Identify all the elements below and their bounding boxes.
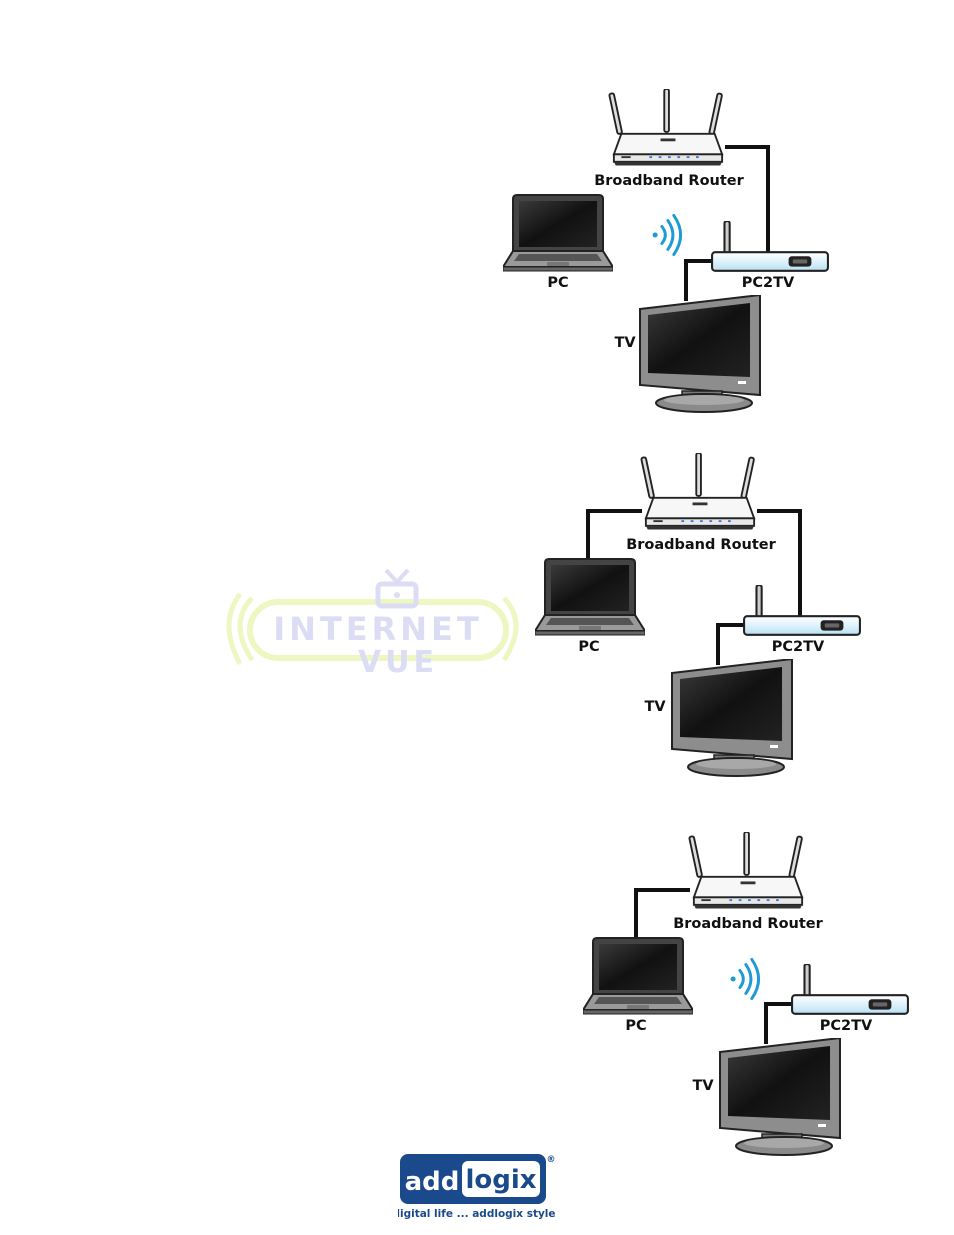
tv-label: TV: [614, 335, 636, 351]
router-pc2tv-cable: [725, 147, 768, 253]
pc2tv-label: PC2TV: [820, 1018, 873, 1034]
router-pc-cable: [588, 511, 642, 561]
tv-label: TV: [692, 1078, 714, 1094]
pc2tv-device-icon: [792, 964, 908, 1014]
pc2tv-label: PC2TV: [772, 639, 825, 655]
pc2tv-tv-cable: [766, 1004, 795, 1044]
router-icon: [689, 832, 802, 909]
tv-icon: [720, 1038, 840, 1155]
pc2tv-tv-cable: [686, 261, 715, 301]
router-pc-cable: [636, 890, 690, 940]
network-diagram-wired: Broadband Router PC PC2TV TV: [532, 449, 872, 779]
logo-word-logix: logix: [465, 1165, 536, 1195]
laptop-icon: [503, 195, 613, 271]
pc2tv-tv-cable: [718, 625, 747, 665]
tv-icon: [640, 295, 760, 412]
watermark-line1: INTERNET: [273, 610, 482, 648]
network-diagram-mixed: Broadband Router PC PC2TV TV: [580, 828, 920, 1158]
network-diagram-wireless: Broadband Router PC PC2TV TV: [500, 85, 840, 415]
pc-label: PC: [625, 1018, 646, 1034]
router-icon: [641, 453, 754, 530]
tv-label: TV: [644, 699, 666, 715]
wifi-signal-icon: [653, 215, 681, 254]
router-pc2tv-cable: [757, 511, 800, 617]
pc-label: PC: [547, 275, 568, 291]
router-label: Broadband Router: [594, 173, 744, 189]
laptop-icon: [583, 938, 693, 1014]
registered-mark: ®: [547, 1155, 556, 1165]
internetvue-watermark: INTERNET VUE: [222, 568, 534, 678]
tv-icon: [672, 659, 792, 776]
logo-tagline: digital life ... addlogix style: [398, 1208, 556, 1220]
pc-label: PC: [578, 639, 599, 655]
wifi-signal-icon: [731, 959, 759, 998]
watermark-line2: VUE: [358, 645, 438, 678]
router-label: Broadband Router: [626, 537, 776, 553]
laptop-icon: [535, 559, 645, 635]
addlogix-logo: add logix ® digital life ... addlogix st…: [398, 1150, 558, 1226]
router-icon: [609, 89, 722, 166]
router-label: Broadband Router: [673, 916, 823, 932]
pc2tv-label: PC2TV: [742, 275, 795, 291]
logo-word-add: add: [405, 1167, 460, 1197]
